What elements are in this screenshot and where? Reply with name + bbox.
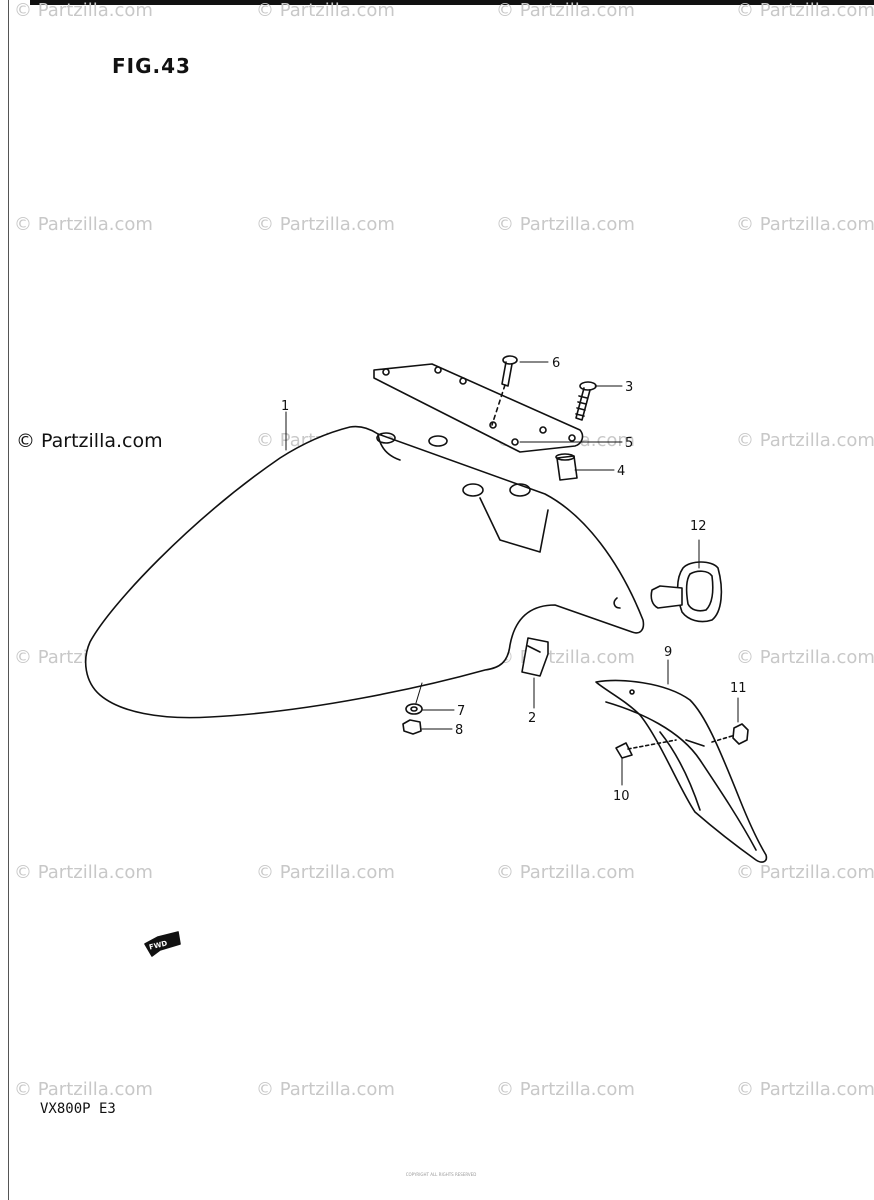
callout-12: 12 (690, 519, 707, 534)
watermark: © Partzilla.com (736, 862, 874, 883)
reflector-part-12 (650, 561, 723, 623)
watermark: © Partzilla.com (256, 862, 395, 883)
watermark: © Partzilla.com (496, 1079, 635, 1100)
left-border (8, 0, 9, 1200)
callout-1: 1 (281, 399, 289, 414)
nut-part-11 (711, 723, 749, 745)
callout-11: 11 (730, 681, 747, 696)
spacer-part-4 (555, 453, 578, 481)
leader-lines (285, 361, 739, 786)
model-code: VX800P E3 (40, 1101, 116, 1117)
bolt-part-10 (615, 739, 677, 759)
watermark: © Partzilla.com (736, 1079, 874, 1100)
watermark: © Partzilla.com (736, 647, 874, 668)
bracket-plate-part (373, 363, 584, 453)
watermark-main: © Partzilla.com (16, 430, 163, 452)
callout-6: 6 (552, 356, 560, 371)
callout-2: 2 (528, 711, 536, 726)
watermark: © Partzilla.com (256, 0, 395, 21)
front-fender-part (84, 425, 645, 719)
watermark: © Partzilla.com (736, 214, 874, 235)
watermark: © Partzilla.com (256, 214, 395, 235)
watermark: © Partzilla.com (496, 862, 635, 883)
nut-part-8 (402, 719, 422, 735)
top-border (30, 0, 874, 5)
callout-9: 9 (664, 645, 672, 660)
clip-part-2 (521, 637, 549, 677)
watermark: © Partzilla.com (14, 862, 153, 883)
watermark: © Partzilla.com (256, 1079, 395, 1100)
footer-copyright: COPYRIGHT ALL RIGHTS RESERVED (405, 1172, 477, 1177)
callout-8: 8 (455, 723, 463, 738)
watermark: © Partzilla.com (14, 214, 153, 235)
callout-5: 5 (625, 436, 633, 451)
rear-fender-part-9 (595, 679, 768, 863)
callout-4: 4 (617, 464, 625, 479)
watermark: © Partzilla.com (14, 1079, 153, 1100)
washer-part-7 (405, 703, 423, 715)
callout-3: 3 (625, 380, 633, 395)
watermark: © Partzilla.com (496, 214, 635, 235)
callout-numbers: 1 2 3 4 5 6 7 8 9 10 11 12 (281, 356, 747, 804)
figure-title: FIG.43 (112, 54, 191, 78)
fwd-arrow-icon (144, 931, 181, 957)
watermark: © Partzilla.com (14, 0, 153, 21)
watermark: © Partzilla.com (736, 0, 874, 21)
bolt-part-3 (575, 381, 597, 421)
screw-part-6 (491, 355, 518, 426)
watermark: © Partzilla.com (736, 430, 874, 451)
callout-7: 7 (457, 704, 465, 719)
callout-10: 10 (613, 789, 630, 804)
watermark: © Partzilla.com (496, 0, 635, 21)
